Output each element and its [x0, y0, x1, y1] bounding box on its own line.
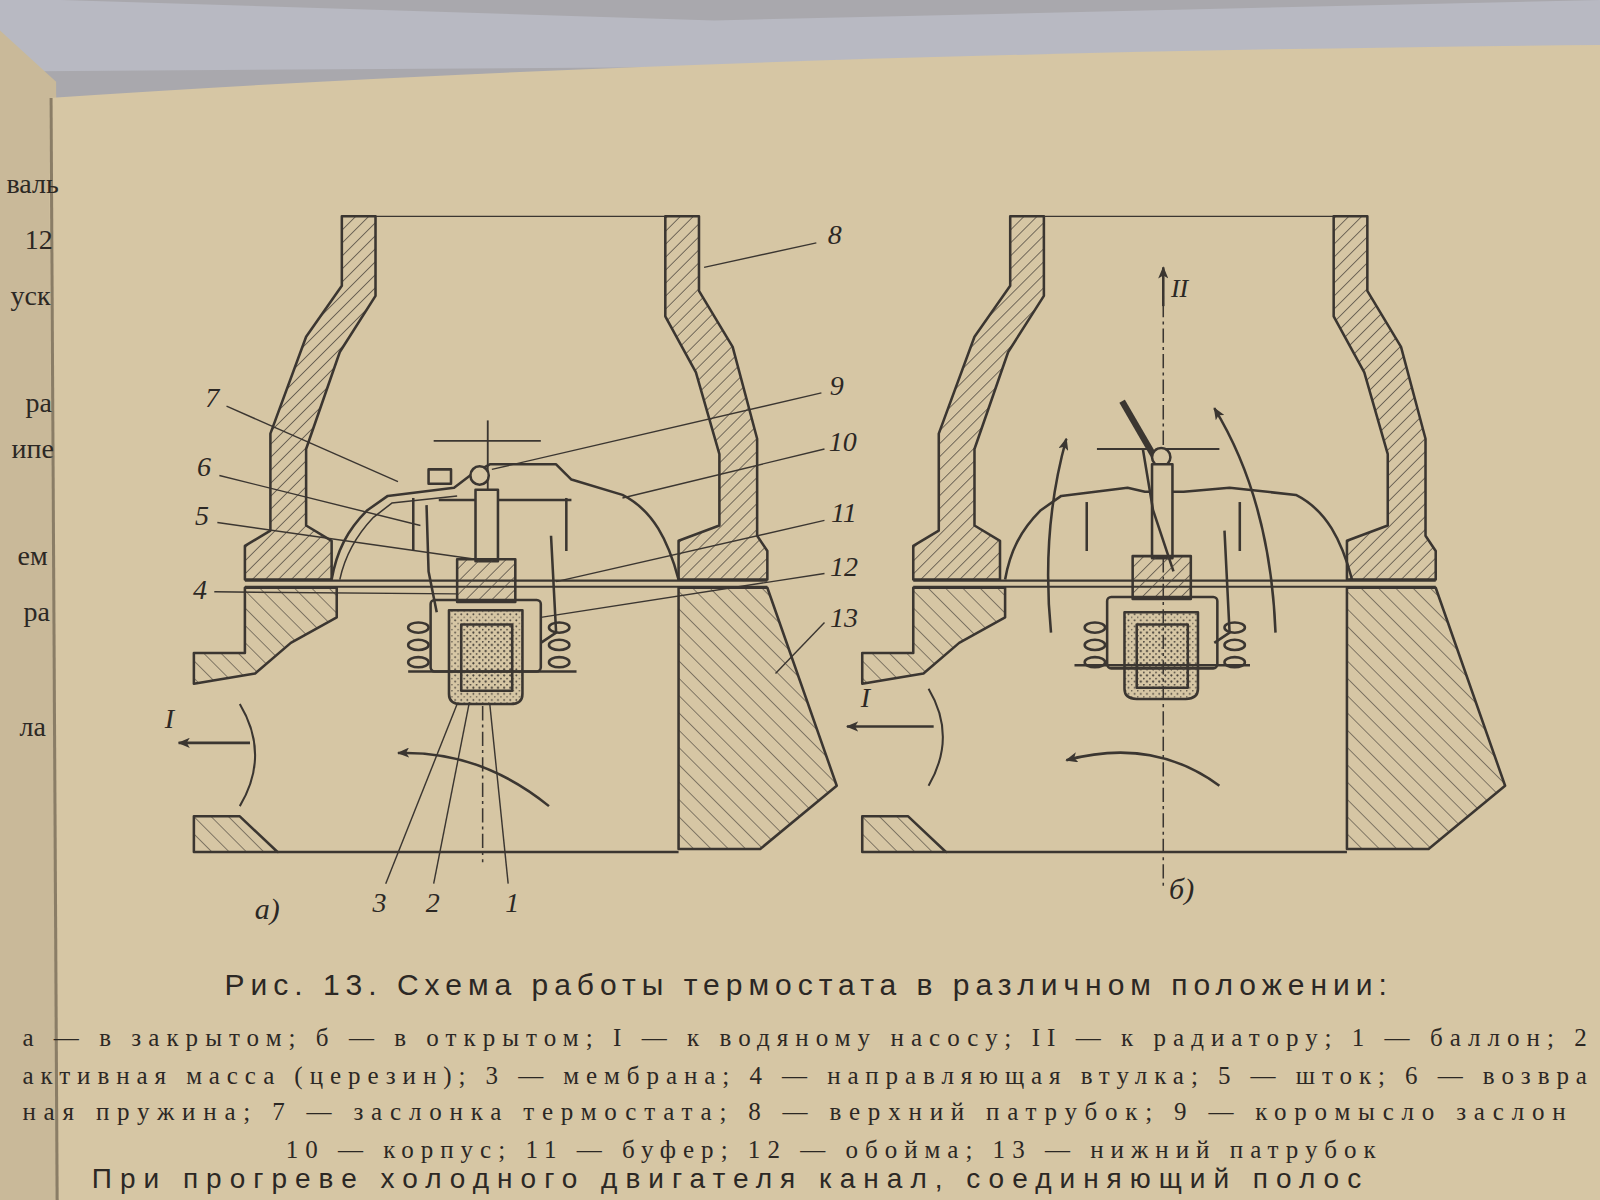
margin-fragment: 12 [25, 224, 53, 255]
callout-number: 7 [205, 383, 219, 414]
figure-label: а) [255, 892, 280, 925]
callout-number: 5 [195, 501, 209, 532]
legend-line: а — в закрытом; б — в открытом; I — к во… [22, 1024, 1593, 1052]
margin-fragment: ем [18, 541, 48, 572]
margin-fragment: валь [7, 168, 59, 199]
callout-number: 10 [829, 426, 857, 457]
legend-line: 10 — корпус; 11 — буфер; 12 — обойма; 13… [286, 1136, 1383, 1164]
margin-fragment: ра [26, 388, 52, 419]
callout-number: 3 [373, 888, 387, 919]
margin-fragment: ла [19, 711, 45, 742]
figure-caption: Рис. 13. Схема работы термостата в разли… [224, 968, 1392, 1001]
legend-line: активная масса (церезин); 3 — мембрана; … [22, 1062, 1593, 1090]
legend-line: ная пружина; 7 — заслонка термостата; 8 … [22, 1098, 1573, 1126]
callout-number: 13 [830, 603, 858, 634]
callout-number: 8 [828, 219, 842, 250]
margin-fragment: ра [24, 597, 50, 628]
callout-number: 2 [426, 888, 440, 919]
margin-fragment: ипе [11, 434, 53, 465]
flow-label: I [861, 683, 870, 714]
callout-number: 1 [505, 888, 519, 919]
flow-label: II [1171, 274, 1188, 303]
figure-label: б) [1169, 871, 1194, 904]
callout-number: 9 [830, 370, 844, 401]
body-text: При прогреве холодного двигателя канал, … [92, 1164, 1369, 1195]
flow-label: I [165, 704, 174, 735]
margin-fragment: уск [11, 281, 51, 312]
callout-number: 6 [197, 452, 211, 483]
callout-number: 4 [193, 574, 207, 605]
callout-number: 12 [830, 552, 858, 583]
callout-number: 11 [831, 498, 857, 529]
